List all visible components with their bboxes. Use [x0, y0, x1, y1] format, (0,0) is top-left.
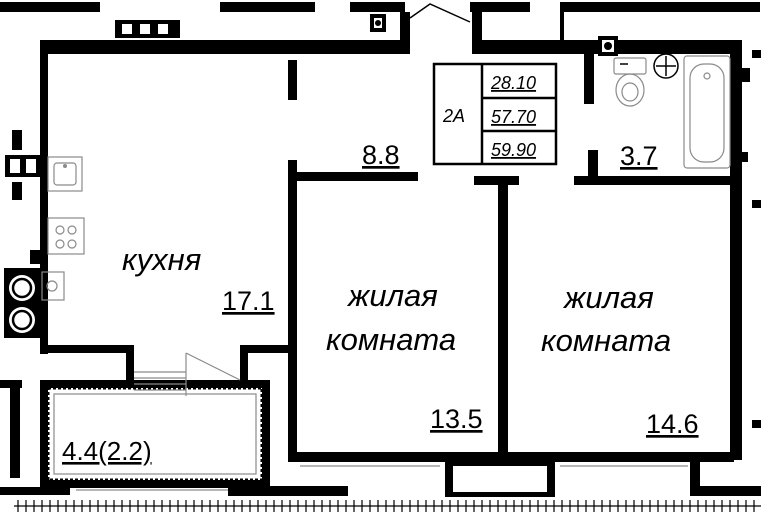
- washbasin-icon: [653, 53, 679, 79]
- toilet-icon: [613, 57, 647, 107]
- boiler-icon: [4, 268, 65, 338]
- bottom-walls: [0, 452, 761, 497]
- living-partition: [474, 176, 734, 461]
- living-room-1-label-line2: комната: [326, 322, 456, 357]
- ground-hatch: [14, 500, 761, 512]
- stove-icon: [47, 217, 85, 255]
- sink-icon: [47, 156, 83, 192]
- living-room-1-label-line1: жилая: [346, 278, 438, 313]
- bathtub-icon: [683, 55, 731, 169]
- balcony: [0, 380, 270, 488]
- apartment-type: 2А: [442, 106, 465, 126]
- ventilation-icon: [115, 20, 180, 38]
- bathroom-walls: [584, 36, 618, 180]
- area-with-balcony: 59.90: [491, 140, 536, 160]
- balcony-door: [134, 352, 241, 396]
- kitchen-area: 17.1: [222, 286, 275, 316]
- living-room-1-area: 13.5: [430, 404, 483, 434]
- apartment-info-box: [432, 62, 558, 166]
- balcony-area: 4.4(2.2): [62, 436, 152, 466]
- living-room-2-label-line2: комната: [541, 323, 671, 358]
- living-room-2-area: 14.6: [646, 409, 699, 439]
- living-room-2-label-line1: жилая: [562, 280, 654, 315]
- outer-walls: [0, 2, 761, 460]
- kitchen-walls: [40, 54, 418, 460]
- hall-area: 8.8: [362, 140, 400, 170]
- area-living: 28.10: [490, 73, 536, 93]
- entrance-door: [370, 3, 471, 32]
- ventilation-icon: [736, 68, 750, 162]
- bathroom-area: 3.7: [620, 141, 658, 171]
- area-total: 57.70: [491, 107, 536, 127]
- riser-icon: [5, 130, 45, 264]
- kitchen-label: кухня: [122, 242, 201, 277]
